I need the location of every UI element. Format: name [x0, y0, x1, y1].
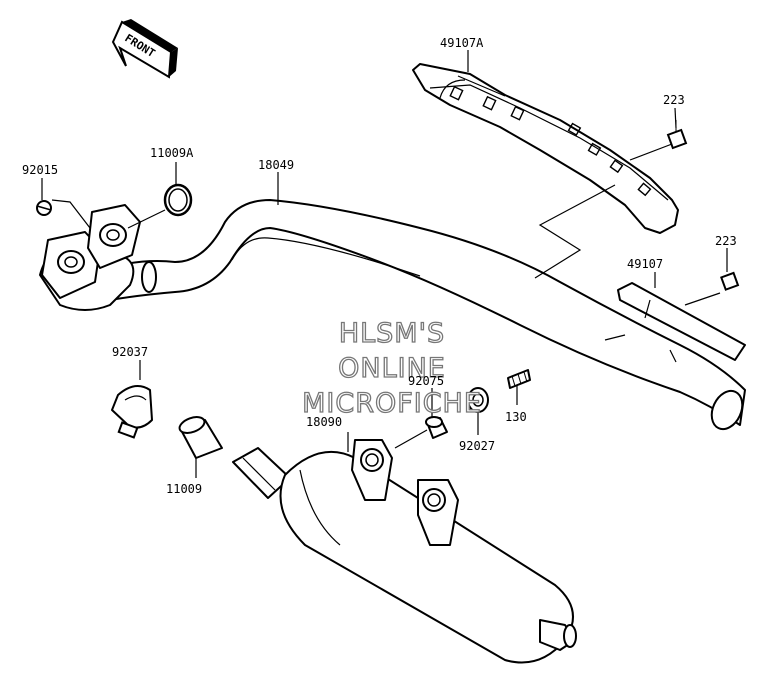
gasket-11009	[178, 416, 223, 459]
callout-18090: 18090	[306, 415, 342, 429]
damper-92075	[394, 416, 448, 449]
callout-18049: 18049	[258, 158, 294, 172]
bolt-223-top	[629, 120, 688, 161]
callout-11009: 11009	[166, 482, 202, 496]
head-pipe-flange	[39, 204, 141, 311]
callout-92075: 92075	[408, 374, 444, 388]
heat-shield-49107	[617, 282, 746, 361]
callout-11009A: 11009A	[150, 146, 194, 160]
callout-49107: 49107	[627, 257, 663, 271]
callout-92037: 92037	[112, 345, 148, 359]
clamp-92037	[111, 385, 153, 439]
collar-92027	[467, 387, 489, 413]
callout-49107A: 49107A	[440, 36, 484, 50]
callout-223-right: 223	[715, 234, 737, 248]
callout-labels: 49107A 223 92015 11009A 18049 223 49107 …	[22, 36, 737, 496]
watermark-line-1: HLSM'S	[339, 318, 445, 349]
heat-shield-49107A	[412, 63, 679, 234]
muffler-18090	[232, 439, 577, 664]
callout-92027: 92027	[459, 439, 495, 453]
callout-130: 130	[505, 410, 527, 424]
callout-92015: 92015	[22, 163, 58, 177]
callout-223-top: 223	[663, 93, 685, 107]
leader-lines	[41, 50, 728, 478]
gasket-11009A	[127, 183, 193, 229]
front-arrow-icon: FRONT	[111, 19, 178, 79]
watermark: HLSM'S ONLINE MICROFICHE	[301, 317, 482, 419]
bolt-130	[507, 369, 531, 389]
bolt-223-right	[720, 271, 740, 291]
watermark-line-3: MICROFICHE	[302, 388, 482, 419]
watermark-line-2: ONLINE	[338, 353, 446, 384]
bolt-92015	[36, 199, 91, 229]
exhaust-pipe-18049	[99, 199, 746, 431]
